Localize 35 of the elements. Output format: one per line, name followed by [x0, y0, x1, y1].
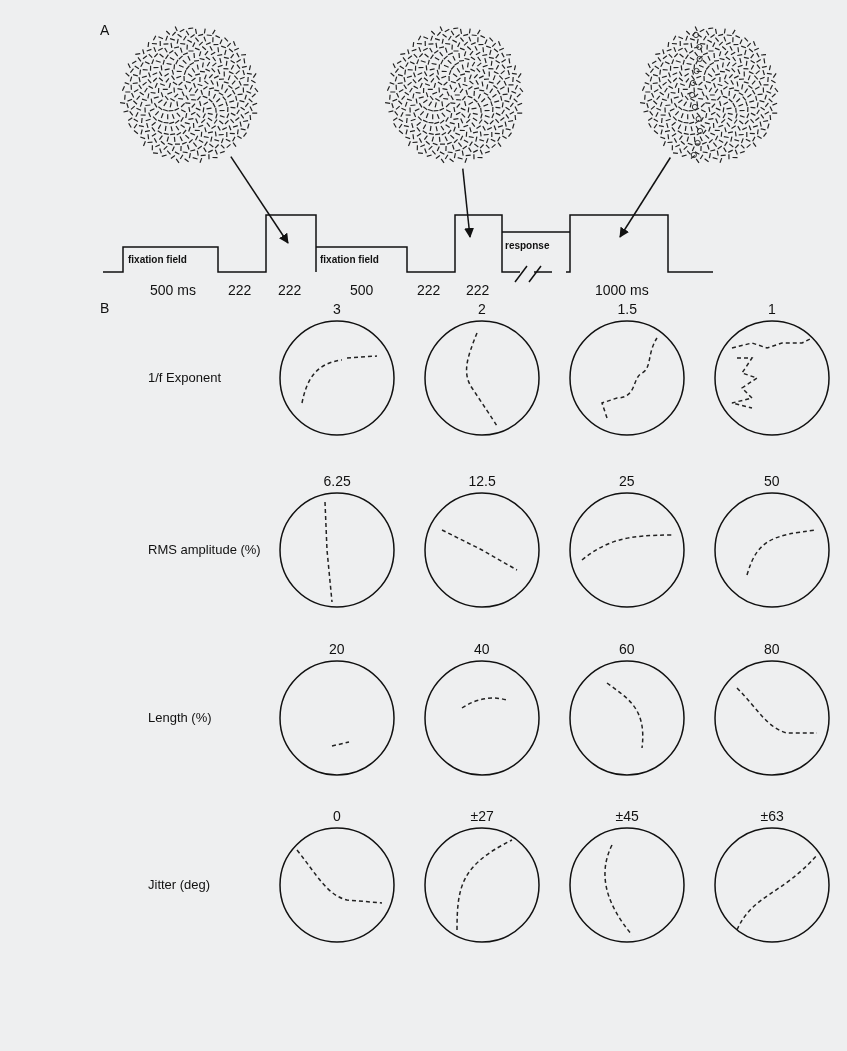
value-label: 3	[333, 301, 341, 317]
arrow	[462, 167, 475, 238]
row-label: RMS amplitude (%)	[148, 542, 261, 558]
row-label: Length (%)	[148, 710, 212, 726]
value-label: 40	[474, 641, 490, 657]
value-label: ±45	[615, 808, 639, 824]
value-label: 60	[619, 641, 635, 657]
value-label: 6.25	[323, 473, 351, 489]
duration-label: 222	[417, 282, 441, 298]
row-label: Jitter (deg)	[148, 877, 211, 893]
arrow	[230, 155, 289, 244]
row-label: 1/f Exponent	[148, 370, 221, 386]
phase-label: fixation field	[320, 253, 379, 267]
duration-label: 222	[278, 282, 302, 298]
value-label: 0	[333, 808, 341, 824]
value-label: 1.5	[617, 301, 637, 317]
panel-letter: B	[100, 300, 110, 316]
panel-letter: A	[100, 22, 110, 38]
phase-label: fixation field	[128, 253, 187, 267]
duration-label: 500	[350, 282, 374, 298]
duration-label: 1000 ms	[595, 282, 649, 298]
value-label: 20	[329, 641, 345, 657]
value-label: 50	[764, 473, 780, 489]
duration-label: 222	[466, 282, 490, 298]
value-label: ±63	[760, 808, 784, 824]
arrow	[619, 156, 672, 238]
duration-label: 222	[228, 282, 252, 298]
duration-label: 500 ms	[150, 282, 196, 298]
value-label: 80	[764, 641, 780, 657]
value-label: ±27	[470, 808, 494, 824]
value-label: 1	[768, 301, 776, 317]
value-label: 2	[478, 301, 486, 317]
value-label: 12.5	[468, 473, 496, 489]
phase-label: response	[505, 239, 550, 253]
value-label: 25	[619, 473, 635, 489]
